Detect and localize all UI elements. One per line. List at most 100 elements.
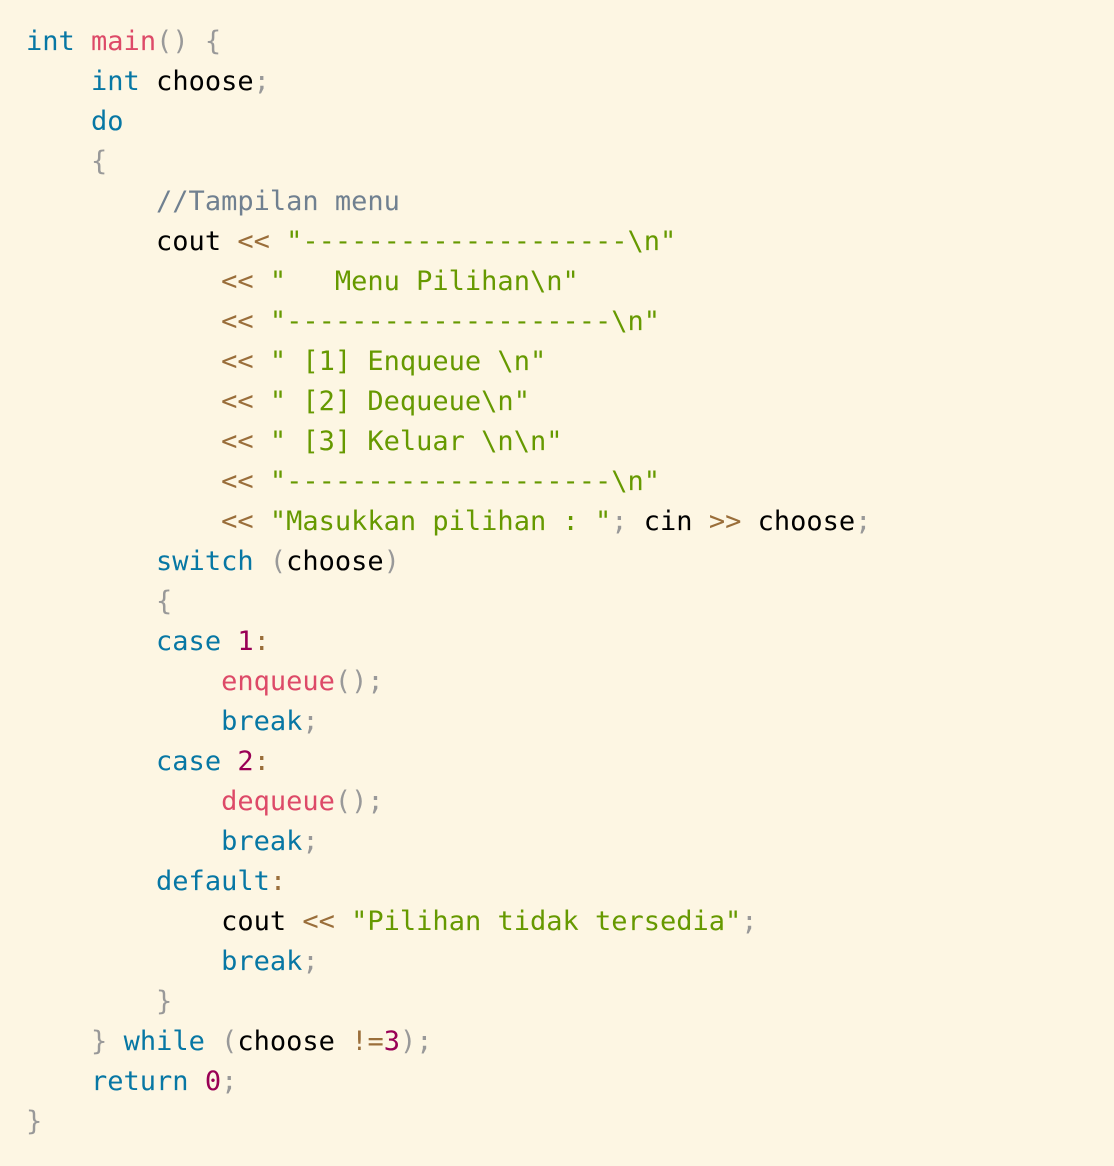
whitespace-token [221,226,237,257]
whitespace-token [254,346,270,377]
punctuation-token: ; [302,946,319,977]
code-line: << " [3] Keluar \n\n" [26,422,1114,462]
whitespace-token [26,586,156,617]
code-line: int choose; [26,62,1114,102]
punctuation-token: ; [302,706,319,737]
whitespace-token [286,906,302,937]
keyword-token: break [221,706,303,737]
code-line: int main() { [26,22,1114,62]
whitespace-token [254,506,270,537]
operator-token: << [221,506,254,537]
punctuation-token: ; [741,906,758,937]
whitespace-token [107,1026,123,1057]
punctuation-token: ; [302,826,319,857]
operator-token: << [221,346,254,377]
code-line: return 0; [26,1062,1114,1102]
string-token: "--------------------\n" [269,306,660,337]
whitespace-token [628,506,644,537]
whitespace-token [254,306,270,337]
code-line: dequeue(); [26,782,1114,822]
whitespace-token [26,106,91,137]
operator-token: >> [708,506,742,537]
punctuation-token: ( [269,546,287,577]
whitespace-token [270,226,286,257]
code-line: default: [26,862,1114,902]
keyword-token: break [221,826,303,857]
whitespace-token [254,546,270,577]
whitespace-token [26,986,156,1017]
function-token: main [91,26,157,57]
string-token: " [1] Enqueue \n" [269,346,547,377]
string-token: "--------------------\n" [269,466,660,497]
code-line: case 2: [26,742,1114,782]
code-line: break; [26,702,1114,742]
whitespace-token [26,266,221,297]
punctuation-token: (); [334,786,384,817]
number-token: 3 [383,1026,400,1057]
number-token: 0 [204,1066,222,1097]
punctuation-token: () [156,26,189,57]
code-line: << "Masukkan pilihan : "; cin >> choose; [26,502,1114,542]
keyword-token: default [156,866,270,897]
punctuation-token: ; [855,506,872,537]
code-line: { [26,582,1114,622]
function-token: enqueue [221,666,335,697]
code-line: case 1: [26,622,1114,662]
punctuation-token: ); [399,1026,433,1057]
number-token: 2 [237,746,254,777]
whitespace-token [335,1026,351,1057]
keyword-token: break [221,946,303,977]
whitespace-token [26,746,156,777]
punctuation-token: { [156,586,173,617]
keyword-token: while [123,1026,205,1057]
whitespace-token [26,346,221,377]
whitespace-token [26,946,221,977]
operator-token: : [253,626,270,657]
whitespace-token [26,386,221,417]
operator-token: << [221,266,254,297]
operator-token: << [221,306,254,337]
string-token: "Masukkan pilihan : " [269,506,612,537]
operator-token: << [237,226,270,257]
whitespace-token [26,186,156,217]
operator-token: << [221,466,254,497]
operator-token: << [221,426,254,457]
code-line: switch (choose) [26,542,1114,582]
punctuation-token: { [91,146,108,177]
string-token: " [3] Keluar \n\n" [269,426,563,457]
identifier-token: cout [156,226,222,257]
number-token: 1 [237,626,254,657]
punctuation-token: ( [221,1026,238,1057]
whitespace-token [26,226,156,257]
whitespace-token [26,706,221,737]
whitespace-token [205,1026,221,1057]
whitespace-token [221,746,237,777]
code-line: do [26,102,1114,142]
operator-token: << [302,906,335,937]
punctuation-token: ; [253,66,270,97]
whitespace-token [741,506,757,537]
code-line: << " [1] Enqueue \n" [26,342,1114,382]
whitespace-token [26,906,221,937]
whitespace-token [26,466,221,497]
identifier-token: choose [156,66,254,97]
code-line: break; [26,822,1114,862]
keyword-token: case [156,746,222,777]
whitespace-token [254,386,270,417]
whitespace-token [254,466,270,497]
whitespace-token [140,66,156,97]
punctuation-token: ; [611,506,628,537]
punctuation-token: { [204,26,222,57]
whitespace-token [26,1026,91,1057]
whitespace-token [26,66,91,97]
punctuation-token: } [26,1106,43,1137]
whitespace-token [189,1066,205,1097]
code-line: break; [26,942,1114,982]
code-line: cout << "Pilihan tidak tersedia"; [26,902,1114,942]
whitespace-token [26,306,221,337]
whitespace-token [26,626,156,657]
code-line: cout << "--------------------\n" [26,222,1114,262]
whitespace-token [254,426,270,457]
whitespace-token [75,26,91,57]
